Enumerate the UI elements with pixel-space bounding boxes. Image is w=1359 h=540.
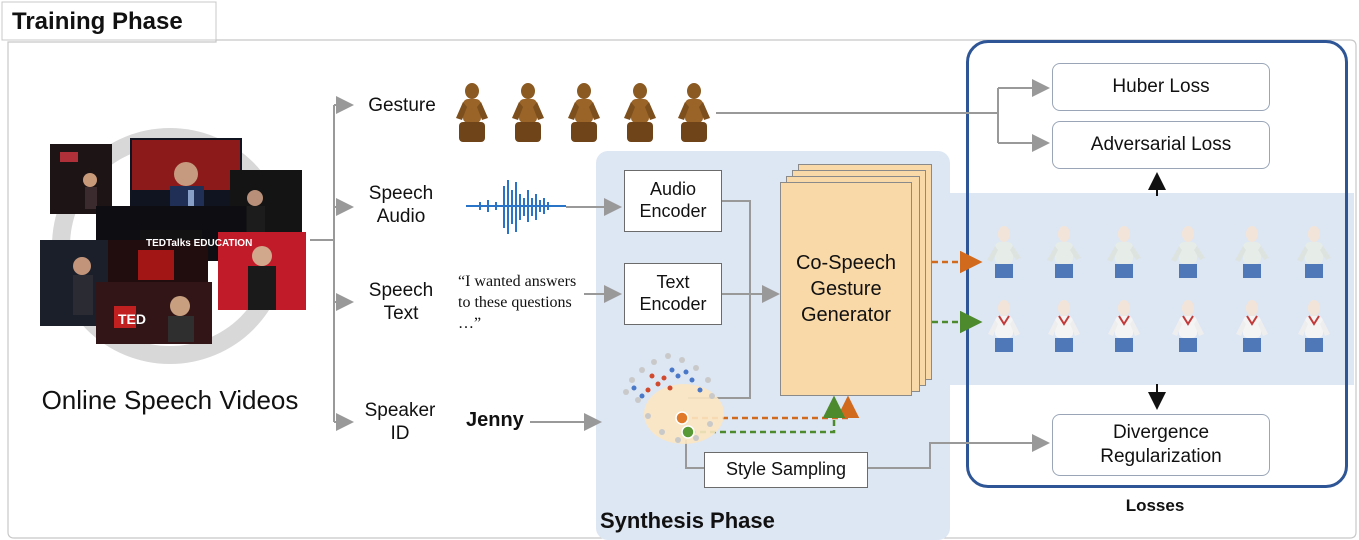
adversarial-loss-label: Adversarial Loss: [1090, 134, 1232, 156]
generator-label: Co-Speech Gesture Generator: [795, 252, 897, 326]
style-sampling-label: Style Sampling: [725, 459, 847, 480]
losses-title: Losses: [1125, 496, 1185, 515]
gesture-output-strip: [950, 193, 1354, 385]
divergence-regularization-label: Divergence Regularization: [1100, 422, 1222, 467]
text-encoder-box: Text Encoder: [624, 263, 722, 325]
speech-waveform-icon: [466, 180, 566, 234]
style-sampling-box: Style Sampling: [704, 452, 868, 488]
huber-loss-box: Huber Loss: [1052, 63, 1270, 111]
speech-text-quote: “I wanted answers to these questions …”: [458, 273, 577, 332]
ted-logo-text: TED: [118, 311, 146, 327]
speech-text-label: Speech Text: [368, 280, 434, 324]
generated-gesture-avatars: [987, 226, 1331, 353]
audio-encoder-label: Audio Encoder: [639, 179, 707, 221]
audio-encoder-box: Audio Encoder: [624, 170, 722, 232]
speech-audio-label: Speech Audio: [368, 183, 434, 227]
co-speech-gesture-generator: Co-Speech Gesture Generator: [780, 182, 912, 396]
adversarial-loss-box: Adversarial Loss: [1052, 121, 1270, 169]
speaker-id-label: Speaker ID: [364, 400, 436, 444]
gesture-mannequins: [456, 83, 710, 142]
huber-loss-label: Huber Loss: [1112, 76, 1210, 98]
video-source-label: Online Speech Videos: [41, 385, 299, 415]
video-collage: TEDTalks EDUCATION TED: [40, 128, 306, 364]
text-encoder-label: Text Encoder: [639, 272, 707, 314]
training-phase-title: Training Phase: [12, 8, 183, 35]
speaker-name: Jenny: [466, 409, 524, 431]
style-embedding-scatter: [623, 353, 724, 444]
gesture-input-label: Gesture: [368, 95, 436, 116]
divergence-regularization-box: Divergence Regularization: [1052, 414, 1270, 476]
synthesis-phase-title: Synthesis Phase: [600, 508, 775, 533]
tedx-education-text: TEDTalks EDUCATION: [146, 238, 252, 249]
